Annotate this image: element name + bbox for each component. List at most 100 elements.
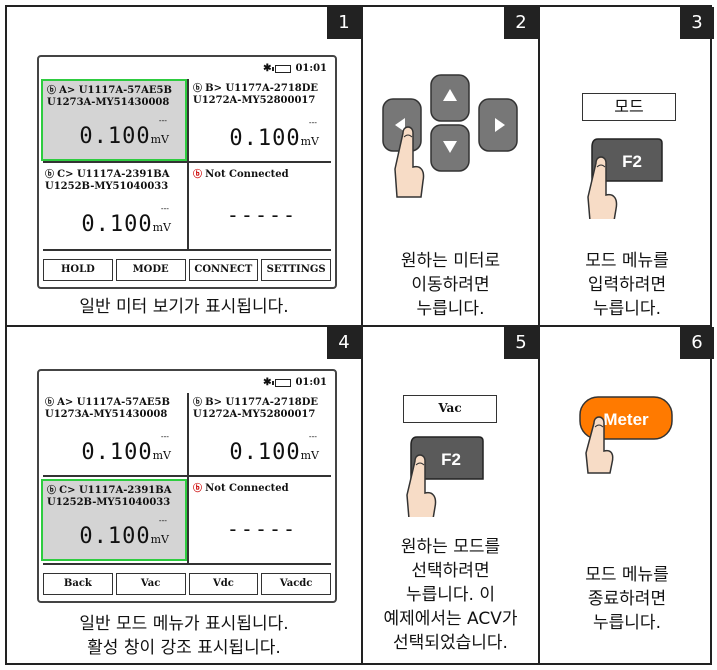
dc-symbol: --- — [160, 204, 169, 213]
caption: 원하는 미터로 이동하려면 누릅니다. — [363, 249, 538, 321]
panel-2: 2 원하는 미터로 이동하려면 누릅니다. — [363, 7, 538, 325]
divider — [538, 7, 540, 663]
caption-line: 종료하려면 — [587, 589, 667, 609]
caption: 원하는 모드를 선택하려면 누릅니다. 이 예제에서는 ACV가 선택되었습니다… — [363, 535, 538, 655]
caption-line: 누릅니다. — [416, 299, 485, 319]
caption-line: 누릅니다. — [593, 299, 661, 319]
bluetooth-icon: ⓑ — [193, 398, 206, 408]
unit-label: mV — [150, 533, 169, 546]
clock: 01:01 — [295, 377, 327, 388]
bluetooth-icon: ✱ — [263, 377, 272, 388]
caption-line: 일반 미터 보기가 표시됩니다. — [79, 297, 289, 317]
unit-label: mV — [150, 133, 169, 146]
unit-label: mV — [152, 449, 171, 462]
softkey-vacdc[interactable]: Vacdc — [261, 573, 331, 595]
dc-symbol: --- — [160, 432, 169, 441]
down-arrow-icon — [443, 141, 457, 153]
softkey-bar: HOLD MODE CONNECT SETTINGS — [43, 259, 331, 281]
step-number: 2 — [504, 7, 538, 39]
divider — [43, 563, 331, 565]
arrow-keypad — [382, 74, 518, 198]
caption-line: 원하는 모드를 — [400, 537, 501, 557]
dc-symbol: --- — [308, 118, 317, 127]
meter-reading: 0.100mV — [79, 524, 169, 549]
meter-serial: U1273A-MY51430008 — [47, 97, 170, 108]
softkey-hold[interactable]: HOLD — [43, 259, 113, 281]
meter-id: A> U1117A-57AE5B — [59, 85, 172, 96]
step-number: 3 — [680, 7, 714, 39]
f2-key[interactable]: F2 — [363, 427, 538, 517]
f2-label: F2 — [441, 450, 461, 469]
bluetooth-icon: ⓑ — [45, 170, 58, 180]
unit-label: mV — [300, 449, 319, 462]
meter-id: C> U1117A-2391BA — [57, 169, 170, 180]
finger-icon — [394, 126, 425, 198]
softkey-vac[interactable]: Vac — [115, 573, 186, 595]
empty-reading: ----- — [226, 517, 298, 541]
divider — [187, 393, 189, 563]
divider — [43, 249, 331, 251]
softkey-connect[interactable]: CONNECT — [188, 259, 259, 281]
softkey-back[interactable]: Back — [43, 573, 113, 595]
step-number: 5 — [504, 327, 538, 359]
softkey-vdc[interactable]: Vdc — [188, 573, 259, 595]
empty-reading: ----- — [226, 203, 298, 227]
softkey-bar: Back Vac Vdc Vacdc — [43, 573, 331, 595]
caption-line: 입력하려면 — [587, 275, 667, 295]
battery-icon — [272, 378, 292, 387]
softkey-mode[interactable]: MODE — [115, 259, 186, 281]
bluetooth-off-icon: ⓑ — [193, 170, 206, 180]
finger-icon — [406, 454, 437, 517]
divider — [187, 79, 189, 249]
caption: 모드 메뉴를 종료하려면 누릅니다. — [540, 563, 714, 635]
clock: 01:01 — [295, 63, 327, 74]
status-bar: ✱ 01:01 — [263, 377, 327, 388]
caption-line: 누릅니다. 이 — [405, 585, 495, 605]
panel-5: 5 Vac F2 원하는 모드를 선택하려면 누릅니다. 이 예제에서는 ACV… — [363, 327, 538, 665]
step-number: 1 — [327, 7, 361, 39]
finger-icon — [585, 416, 614, 474]
caption: 일반 모드 메뉴가 표시됩니다. 활성 창이 강조 표시됩니다. — [7, 612, 361, 660]
finger-icon — [587, 156, 618, 219]
dc-symbol: --- — [158, 116, 167, 125]
caption-line: 이동하려면 — [411, 275, 490, 295]
bluetooth-icon: ⓑ — [47, 486, 60, 496]
softkey-settings[interactable]: SETTINGS — [261, 259, 331, 281]
caption-line: 활성 창이 강조 표시됩니다. — [87, 638, 281, 658]
status-bar: ✱ 01:01 — [263, 63, 327, 74]
meter-serial: U1273A-MY51430008 — [45, 409, 168, 420]
caption-line: 일반 모드 메뉴가 표시됩니다. — [79, 614, 289, 634]
unit-label: mV — [152, 221, 171, 234]
f2-key[interactable]: F2 — [540, 129, 714, 219]
connection-status: Not Connected — [205, 483, 289, 494]
unit-label: mV — [300, 135, 319, 148]
dc-symbol: --- — [158, 516, 167, 525]
caption: 일반 미터 보기가 표시됩니다. — [7, 295, 361, 319]
meter-id: C> U1117A-2391BA — [59, 485, 172, 496]
caption-line: 예제에서는 ACV가 — [383, 609, 518, 629]
meter-window-d[interactable]: ⓑ Not Connected ----- — [189, 165, 335, 247]
up-arrow-icon — [443, 89, 457, 101]
step-number: 6 — [680, 327, 714, 359]
meter-id: B> U1177A-2718DE — [205, 83, 319, 94]
meter-reading: 0.100mV — [81, 440, 171, 465]
right-arrow-icon — [495, 118, 505, 132]
bluetooth-icon: ⓑ — [47, 86, 60, 96]
caption: 모드 메뉴를 입력하려면 누릅니다. — [540, 249, 714, 321]
bluetooth-icon: ✱ — [263, 63, 272, 74]
meter-id: B> U1177A-2718DE — [205, 397, 319, 408]
meter-serial: U1272A-MY52800017 — [193, 95, 316, 106]
meter-window-d[interactable]: ⓑ Not Connected ----- — [189, 479, 335, 561]
caption-line: 모드 메뉴를 — [585, 251, 669, 271]
meter-key[interactable]: Meter — [540, 385, 714, 475]
bluetooth-icon: ⓑ — [45, 398, 58, 408]
